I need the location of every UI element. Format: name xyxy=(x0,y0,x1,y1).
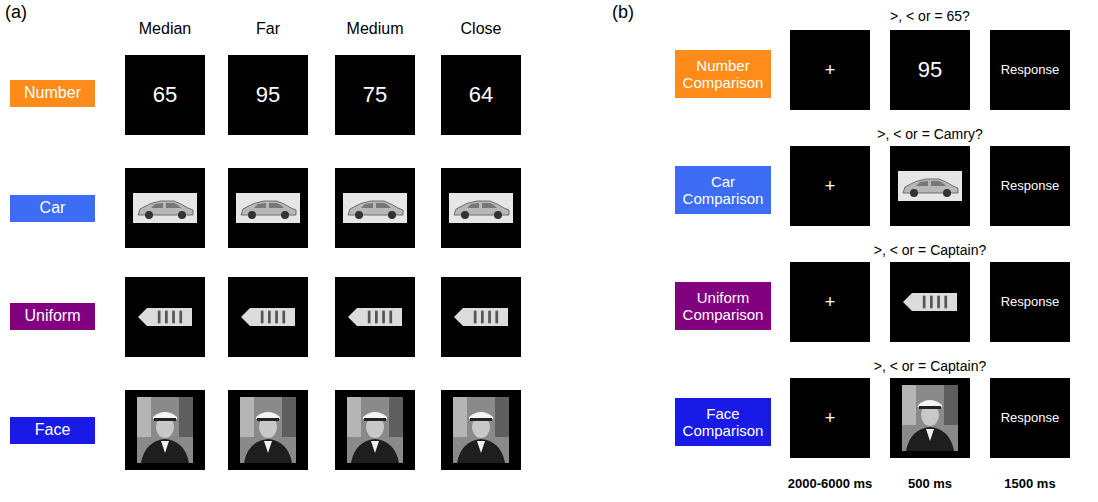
task-question: >, < or = Camry? xyxy=(877,126,982,142)
number-stimulus: 95 xyxy=(890,30,970,110)
fixation-screen: + xyxy=(790,378,870,458)
duration-label: 500 ms xyxy=(908,476,952,491)
task-tag: Number Comparison xyxy=(675,50,771,98)
fixation-screen: + xyxy=(790,146,870,226)
uniform-stimulus-row xyxy=(125,277,521,357)
node-text: Response xyxy=(1001,411,1060,426)
face-stimulus-row xyxy=(125,390,521,470)
node-text: Car Comparison xyxy=(681,173,765,208)
node-text: Response xyxy=(1001,295,1060,310)
category-tag: Car xyxy=(10,195,95,222)
node-text: 95 xyxy=(256,82,280,107)
node-text: + xyxy=(825,60,836,81)
duration-label: 1500 ms xyxy=(1004,476,1055,491)
task-question: >, < or = 65? xyxy=(890,8,970,24)
node-text: Response xyxy=(1001,179,1060,194)
node-text: Face xyxy=(35,421,71,439)
number-stimulus: 75 xyxy=(335,55,415,135)
response-screen: Response xyxy=(990,378,1070,458)
node-text: 75 xyxy=(363,82,387,107)
column-header: Medium xyxy=(347,20,404,38)
response-screen: Response xyxy=(990,262,1070,342)
category-tag: Face xyxy=(10,417,95,444)
node-text: Car xyxy=(40,199,66,217)
node-text: 65 xyxy=(153,82,177,107)
response-screen: Response xyxy=(990,30,1070,110)
node-text: Number Comparison xyxy=(681,57,765,92)
number-stimulus: 95 xyxy=(228,55,308,135)
number-stimulus: 64 xyxy=(441,55,521,135)
category-tag: Uniform xyxy=(10,303,95,330)
column-header: Close xyxy=(461,20,502,38)
task-tag: Face Comparison xyxy=(675,398,771,446)
node-text: + xyxy=(825,176,836,197)
car-stimulus-row xyxy=(125,168,521,248)
node-text: Face Comparison xyxy=(681,405,765,440)
node-text: + xyxy=(825,292,836,313)
task-tag: Uniform Comparison xyxy=(675,282,771,330)
node-text: Response xyxy=(1001,63,1060,78)
node-text: Number xyxy=(24,84,81,102)
node-text: Uniform xyxy=(24,307,80,325)
task-tag: Car Comparison xyxy=(675,166,771,214)
node-text: 64 xyxy=(469,82,493,107)
duration-label: 2000-6000 ms xyxy=(788,476,873,491)
task-question: >, < or = Captain? xyxy=(874,358,986,374)
column-header: Far xyxy=(256,20,280,38)
panel-letter: (b) xyxy=(612,2,634,23)
category-tag: Number xyxy=(10,80,95,107)
node-text: Uniform Comparison xyxy=(681,289,765,324)
node-text: + xyxy=(825,408,836,429)
column-header: Median xyxy=(139,20,191,38)
number-stimulus: 65 xyxy=(125,55,205,135)
node-text: 95 xyxy=(918,57,942,82)
panel-letter: (a) xyxy=(5,2,27,23)
response-screen: Response xyxy=(990,146,1070,226)
task-question: >, < or = Captain? xyxy=(874,242,986,258)
trial-stimulus-column xyxy=(890,146,970,458)
fixation-screen: + xyxy=(790,262,870,342)
fixation-screen: + xyxy=(790,30,870,110)
